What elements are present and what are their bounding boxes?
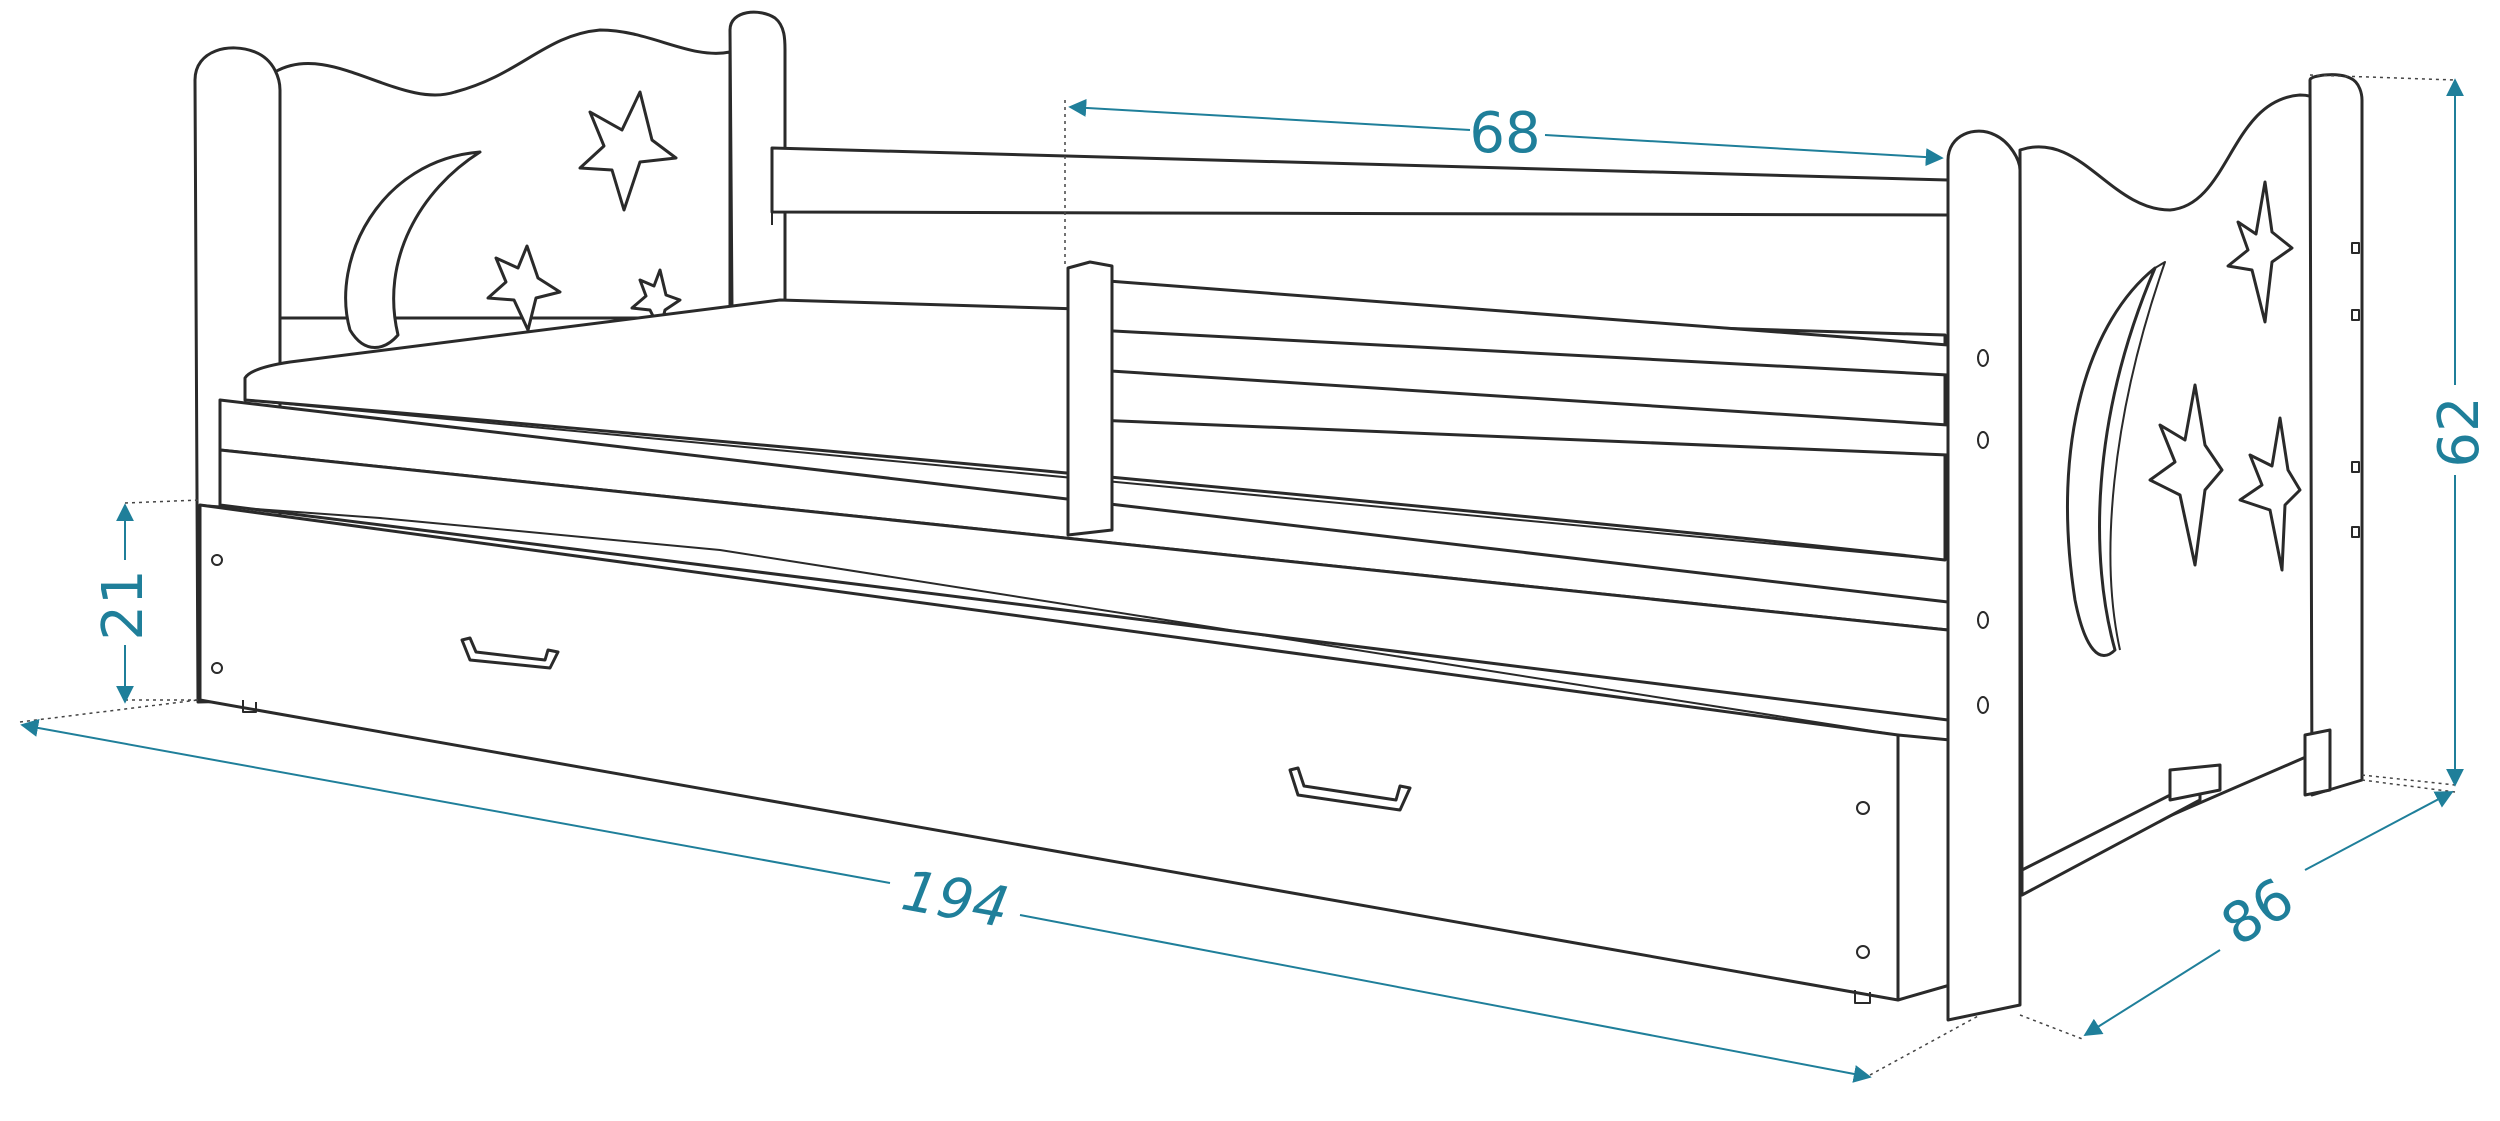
drawer-handle-left [460,636,560,670]
screw-icon [211,554,223,566]
bolt-icon [2351,242,2360,254]
right-footboard [2018,93,2347,897]
right-back-post [2303,73,2364,797]
dimension-label-length: 194 [897,858,1014,941]
dimension-label-top-rail: 68 [1469,101,1540,166]
bed-illustration [193,10,2364,1022]
dimension-height: 62 [2309,74,2492,787]
star-cutout-1 [578,90,678,212]
screw-icon [211,662,223,674]
dimension-top-rail: 68 [1064,98,1944,265]
dimension-label-drawer-height: 21 [91,569,156,640]
star-cutout-4 [2226,180,2294,324]
back-safety-rail [770,146,1950,225]
star-cutout-3 [630,268,682,332]
bolt-icon [1977,349,1989,367]
star-cutout-2 [486,244,562,332]
left-headboard [273,28,732,349]
drawer [198,503,1952,1004]
star-cutout-6 [2238,416,2302,572]
drawer-handle-right [1288,766,1412,812]
dimension-drawer-height: 21 [91,499,201,704]
dimension-label-depth: 86 [2210,866,2305,959]
bolt-icon [1977,611,1989,629]
dimension-label-height: 62 [2427,396,2492,467]
bolt-icon [1977,431,1989,449]
moon-cutout-left [344,150,482,349]
front-safety-rail [1066,260,1950,537]
right-front-post [1946,129,2022,1022]
star-cutout-5 [2148,383,2224,567]
bolt-icon [1977,696,1989,714]
screw-icon [1856,801,1870,815]
bolt-icon [2351,526,2360,538]
screw-icon [1856,945,1870,959]
bolt-icon [2351,461,2360,473]
moon-cutout-right [2065,266,2157,657]
bolt-icon [2351,309,2360,321]
